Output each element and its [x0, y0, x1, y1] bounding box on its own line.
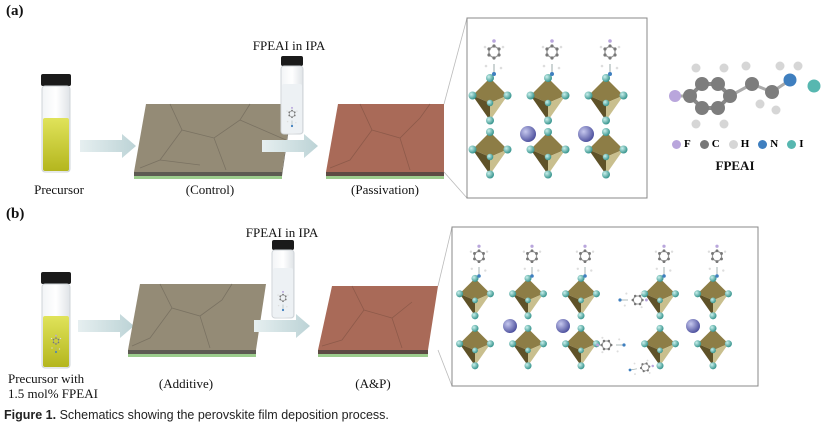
- legend-h-icon: [728, 139, 738, 149]
- ap-film-b: [318, 285, 438, 357]
- legend-n-icon: [758, 139, 768, 149]
- legend-c-icon: [699, 139, 709, 149]
- step-label-passivation: (Passivation): [351, 182, 419, 197]
- fpeai-molecule-model: [669, 61, 821, 129]
- crystal-structure-a: [468, 38, 628, 179]
- passivated-film-a: [326, 103, 444, 179]
- fpeai-vial-label-b: FPEAI in IPA: [245, 225, 319, 240]
- legend-f-icon: [672, 139, 681, 149]
- additive-film-b: [128, 283, 266, 357]
- caption-prefix: Figure 1.: [4, 408, 57, 422]
- step-label-additive: (Additive): [158, 376, 214, 391]
- panel-label-b: (b): [6, 206, 25, 222]
- arrow-a1: [80, 134, 136, 158]
- legend-i-icon: [787, 139, 797, 149]
- legend-i-label: I: [799, 138, 804, 150]
- crystal-structure-b: [456, 244, 732, 378]
- caption-text: Schematics showing the perovskite film d…: [59, 408, 389, 422]
- legend-h-label: H: [740, 138, 750, 150]
- panel-label-a: (a): [6, 3, 24, 19]
- arrow-a2: [262, 134, 318, 158]
- fpeai-vial-b: [271, 240, 295, 319]
- step-label-precursor: Precursor: [34, 182, 84, 197]
- control-film-a: [134, 103, 292, 179]
- legend-f-label: F: [684, 138, 691, 150]
- molecule-label: FPEAI: [715, 158, 755, 173]
- figure-schematic: [41, 17, 821, 387]
- figure-caption: Figure 1. Schematics showing the perovsk…: [4, 408, 389, 422]
- arrow-b2: [254, 314, 310, 338]
- atom-legend: F C H N I: [666, 138, 803, 150]
- fpeai-vial-a: [280, 56, 304, 135]
- precursor-vial-a: [41, 74, 71, 173]
- arrow-b1: [78, 314, 134, 338]
- legend-n-label: N: [770, 138, 779, 150]
- legend-c-label: C: [711, 138, 720, 150]
- precursor-additive-label-2: 1.5 mol% FPEAI: [8, 386, 98, 401]
- precursor-additive-label-1: Precursor with: [8, 371, 85, 386]
- precursor-vial-b: [41, 272, 71, 369]
- step-label-control: (Control): [185, 182, 235, 197]
- fpeai-vial-label-a: FPEAI in IPA: [252, 38, 326, 53]
- step-label-ap: (A&P): [355, 376, 391, 391]
